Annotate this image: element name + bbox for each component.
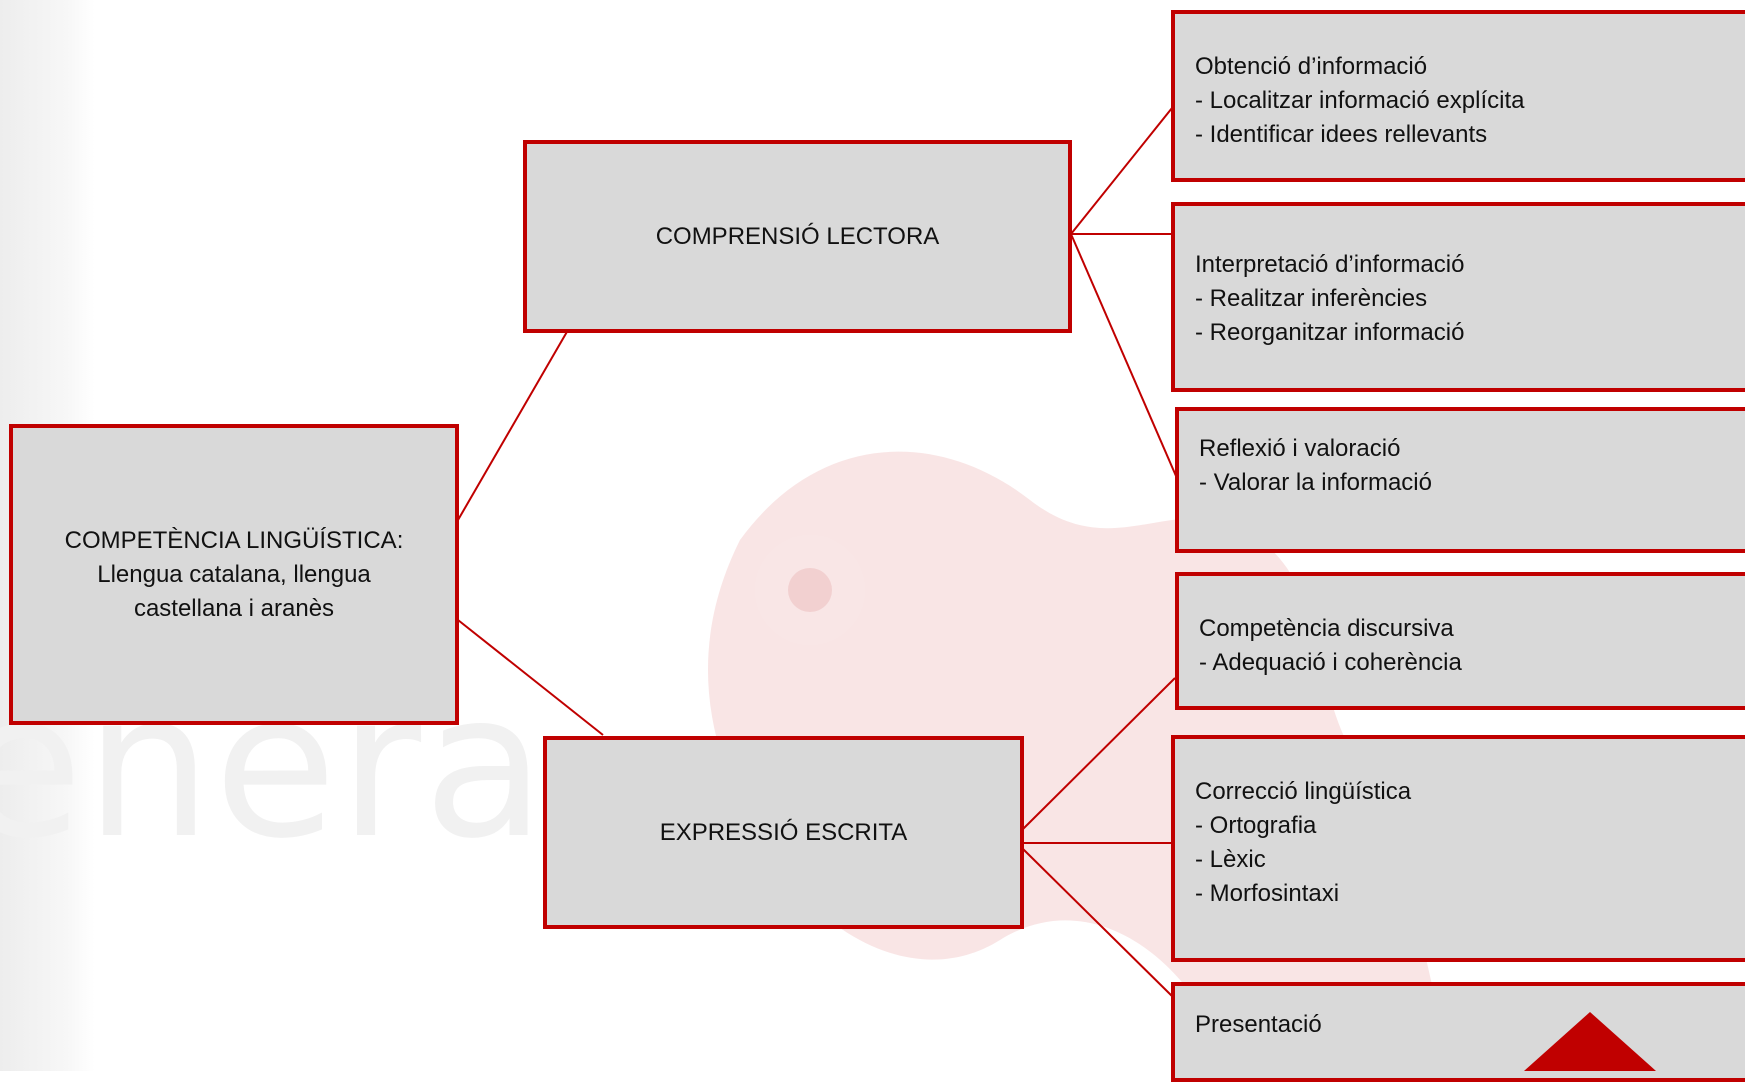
- leaf-title: Obtenció d’informació: [1195, 53, 1428, 80]
- leaf-node-correccio: Correcció lingüística - Ortografia - Lèx…: [1171, 735, 1745, 962]
- leaf-title: Reflexió i valoració: [1199, 435, 1401, 462]
- connector-root-expressio: [457, 619, 604, 736]
- connector-comprensio-reflexio: [1070, 233, 1177, 477]
- leaf-title: Correcció lingüística: [1195, 778, 1412, 805]
- leaf-item: - Realitzar inferències: [1195, 285, 1428, 312]
- connector-comprensio-obtencio: [1070, 107, 1173, 235]
- root-node: COMPETÈNCIA LINGÜÍSTICA: Llengua catalan…: [9, 424, 459, 725]
- leaf-item: - Ortografia: [1195, 812, 1317, 839]
- root-line-2: Llengua catalana, llengua: [97, 560, 371, 588]
- leaf-item: - Reorganitzar informació: [1195, 319, 1465, 346]
- leaf-item: - Localitzar informació explícita: [1195, 87, 1525, 114]
- leaf-title: Interpretació d’informació: [1195, 251, 1465, 278]
- leaf-node-discursiva: Competència discursiva - Adequació i coh…: [1175, 572, 1745, 710]
- connector-root-comprensio: [457, 329, 569, 521]
- leaf-item: - Morfosintaxi: [1195, 880, 1340, 907]
- leaf-title: Competència discursiva: [1199, 615, 1454, 642]
- leaf-node-obtencio: Obtenció d’informació - Localitzar infor…: [1171, 10, 1745, 182]
- leaf-node-presentacio: Presentació: [1171, 982, 1745, 1082]
- leaf-title: Presentació: [1195, 1011, 1322, 1038]
- leaf-item: - Valorar la informació: [1199, 469, 1432, 496]
- triangle-icon: [1524, 1012, 1656, 1071]
- root-label: COMPETÈNCIA LINGÜÍSTICA: Llengua catalan…: [65, 524, 404, 626]
- leaf-item: - Identificar idees rellevants: [1195, 121, 1488, 148]
- branch-label-comprensio: COMPRENSIÓ LECTORA: [655, 222, 940, 250]
- root-line-1: COMPETÈNCIA LINGÜÍSTICA:: [64, 526, 404, 554]
- branch-node-comprensio: COMPRENSIÓ LECTORA: [523, 140, 1072, 333]
- leaf-item: - Adequació i coherència: [1199, 649, 1462, 676]
- branch-node-expressio: EXPRESSIÓ ESCRITA: [543, 736, 1024, 929]
- leaf-item: - Lèxic: [1195, 846, 1266, 873]
- branch-label-expressio: EXPRESSIÓ ESCRITA: [659, 818, 908, 846]
- root-line-3: castellana i aranès: [133, 594, 335, 622]
- leaf-node-interpretacio: Interpretació d’informació - Realitzar i…: [1171, 202, 1745, 392]
- leaf-node-reflexio: Reflexió i valoració - Valorar la inform…: [1175, 407, 1745, 553]
- connector-expressio-presentacio: [1021, 847, 1177, 1001]
- connector-expressio-discursiva: [1021, 677, 1176, 831]
